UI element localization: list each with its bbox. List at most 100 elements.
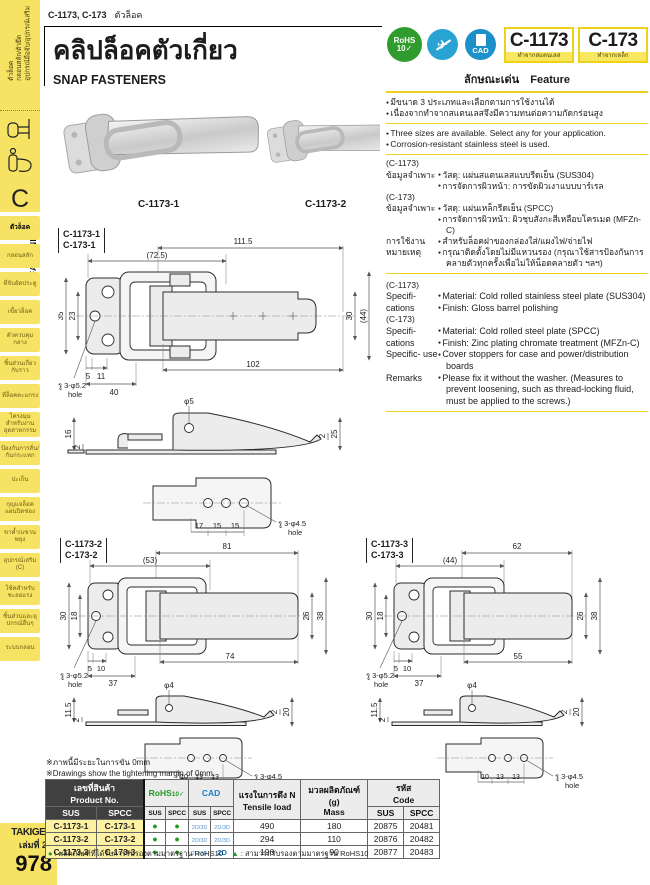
dim-label: 30: [366, 611, 374, 620]
dim-label: 16: [64, 429, 73, 438]
cad-availability[interactable]: 2D/3D: [214, 838, 230, 844]
spec-value: การจัดการผิวหน้า: การขัดผิวเงาแบบบาร์เรล: [438, 181, 648, 192]
dim-label: 5: [88, 664, 92, 673]
dim-label: 102: [246, 360, 260, 369]
product-material-sus: ทำจากสแตนเลส: [506, 52, 572, 61]
dim-label: 2: [378, 717, 387, 722]
cad-availability[interactable]: 2D/3D: [191, 825, 208, 831]
subcol-sus: SUS: [45, 806, 97, 820]
rohs-badge-icon: RoHS 10✓: [387, 27, 422, 62]
cad-availability[interactable]: 2D/3D: [191, 838, 208, 844]
drawing-name-line1: C-1173-2: [65, 539, 103, 549]
product-code-spcc: C-173: [588, 29, 638, 51]
technical-drawing-svg: 111.5 (72.5) 35 23 30 (44) 5 11 40 102 ร…: [56, 237, 372, 537]
drawing-name-line2: C-173-2: [65, 550, 98, 561]
catalog-volume: เล่มที่ 24: [19, 840, 52, 850]
spec-value: วัสดุ: แผ่นเหล็กรีดเย็น (SPCC): [438, 203, 648, 214]
spec-row: Specifi- cations Material: Cold rolled s…: [386, 291, 648, 314]
subcol-spcc: SPCC: [210, 806, 235, 820]
cell-product-spcc[interactable]: C-173-1: [96, 819, 145, 833]
page-subtitle: SNAP FASTENERS: [53, 73, 166, 87]
dim-label: 37: [109, 679, 118, 688]
dim-label: 15: [213, 521, 221, 530]
dim-label: 18: [70, 611, 79, 620]
dim-label: 62: [513, 542, 522, 551]
cell-code-spcc: 20482: [403, 832, 441, 846]
feature-heading-th: ลักษณะเด่น: [463, 74, 520, 86]
cell-product-spcc[interactable]: C-173-2: [96, 832, 145, 846]
cad-badge-label: CAD: [472, 46, 489, 56]
cad-availability[interactable]: 2D/3D: [191, 851, 208, 857]
hole-label: รู 3-φ4.5: [278, 519, 306, 528]
spec-value: Finish: Zinc plating chromate treatment …: [438, 338, 648, 350]
note-en: ※Drawings show the tightening margin of …: [46, 769, 215, 779]
sidebar-item-snatch-locks[interactable]: เขี้ยวล็อค: [0, 300, 40, 324]
sidebar-item-fasteners[interactable]: ตัวล็อค: [0, 216, 40, 240]
cell-product-spcc[interactable]: C-173-3: [96, 845, 145, 859]
dim-label: 11.5: [370, 702, 379, 718]
sidebar-item-door-handles[interactable]: ที่จับอัดประตู: [0, 272, 40, 296]
rohs-certified-dot-icon: ●: [48, 849, 53, 858]
hole-label: hole: [565, 781, 579, 790]
dim-label: 2: [72, 717, 81, 722]
dim-label: 2: [318, 433, 327, 438]
dim-label: 55: [514, 652, 523, 661]
sidebar-item-other-parts[interactable]: ชิ้นส่วนและอุปกรณ์อื่นๆ: [0, 608, 40, 633]
table-legend: ● : ผลิตภัณฑ์ที่ได้รับการรับรองตามมาตรฐา…: [48, 848, 368, 860]
sidebar-item-dampers[interactable]: โช้คสำหรับชะลอแรง: [0, 580, 40, 605]
col-mass: มวลผลิตภัณฑ์ (g)Mass: [300, 779, 369, 820]
dim-label: (53): [143, 556, 158, 565]
rohs-dot-icon: ●: [174, 834, 180, 844]
product-material-spcc: ทำจากเหล็ก: [580, 52, 646, 61]
breadcrumb-models: C-1173, C-173: [48, 10, 107, 20]
feature-bullets-en: Three sizes are available. Select any fo…: [386, 124, 648, 156]
dim-label: 11.5: [64, 702, 73, 718]
cell-product-sus[interactable]: C-1173-3: [45, 845, 97, 859]
hole-label: hole: [68, 680, 82, 689]
col-rohs: RoHS10✓: [143, 779, 190, 807]
spec-list-th: (C-1173) ข้อมูลจำเพาะ วัสดุ: แผ่นสแตนเลส…: [386, 155, 648, 269]
sidebar-item-rail-parts[interactable]: ชิ้นส่วนเกี่ยวกับราว: [0, 356, 40, 380]
cad-availability[interactable]: 2D: [217, 848, 227, 857]
drawing-name: C-1173-3 C-173-3: [366, 538, 414, 563]
dim-label: 37: [415, 679, 424, 688]
sidebar-item-panel-locks[interactable]: กุญแจล็อคแผ่นปิดช่อง: [0, 496, 40, 521]
sidebar-item-latches[interactable]: กลอนสลัก: [0, 244, 40, 268]
rohs-capable-triangle-icon: ▲: [231, 849, 239, 858]
sidebar-item-grating-locks[interactable]: ที่ล็อคตะแกรง: [0, 384, 40, 408]
title-block: คลิปล็อคตัวเกี่ยว SNAP FASTENERS: [44, 26, 382, 87]
dim-label: 74: [226, 652, 235, 661]
product-photos: [55, 86, 389, 198]
drawing-name-line1: C-1173-1: [63, 229, 101, 239]
dim-label: 30: [345, 311, 354, 320]
cad-availability[interactable]: 2D/3D: [214, 825, 230, 831]
sidebar-item-stays[interactable]: ขาค้ำ/แขวนพยุง: [0, 524, 40, 549]
spec-value: กรุณาติดตั้งโดยไม่มีแหวนรอง (กรุณาใช้สาร…: [438, 247, 648, 269]
cad-badge-icon: CAD: [465, 29, 496, 60]
drawing-c1173-2: C-1173-2 C-173-2 81 (53) 30 18 26 38 5 1…: [59, 538, 360, 790]
rohs-dot-icon: ●: [152, 821, 158, 831]
dim-label: 20: [572, 707, 581, 716]
cell-product-sus[interactable]: C-1173-1: [45, 819, 97, 833]
hole-label: hole: [374, 680, 388, 689]
sidebar-item-gaskets[interactable]: ปะเก็น: [0, 468, 40, 493]
sidebar-item-industrial-frames[interactable]: โครงมุมสำหรับงานอุตสาหกรรม: [0, 412, 40, 437]
sidebar-item-accessories-c[interactable]: อุปกรณ์เสริม (C): [0, 552, 40, 577]
cell-product-sus[interactable]: C-1173-2: [45, 832, 97, 846]
spec-term: หมายเหตุ: [386, 247, 421, 258]
sidebar-item-lock-systems[interactable]: ระบบกลอน: [0, 636, 40, 661]
technical-drawing-svg: 62 (44) 30 18 26 38 5 10 37 55 รู 3-φ5.2…: [365, 542, 603, 790]
airplane-glyph: ✈: [437, 37, 448, 52]
subcol-spcc: SPCC: [164, 806, 190, 820]
dim-label: 11: [97, 372, 106, 381]
spec-row: ข้อมูลจำเพาะ วัสดุ: แผ่นเหล็กรีดเย็น (SP…: [386, 203, 648, 236]
cell-tensile: 490: [233, 819, 302, 833]
sidebar-category-tag: ตัวล็อค กลอนสลัก/ตัวยึด อุปกรณ์มือจับ/อุ…: [0, 0, 40, 110]
drawing-name-line2: C-173-1: [63, 240, 96, 251]
sidebar-item-central-control[interactable]: ตัวควบคุมกลาง: [0, 328, 40, 352]
hole-label: รู 3-φ5.2: [366, 671, 394, 680]
sidebar-item-vibration-protection[interactable]: ป้องกันการสั่น/กันกระแทก: [0, 440, 40, 465]
